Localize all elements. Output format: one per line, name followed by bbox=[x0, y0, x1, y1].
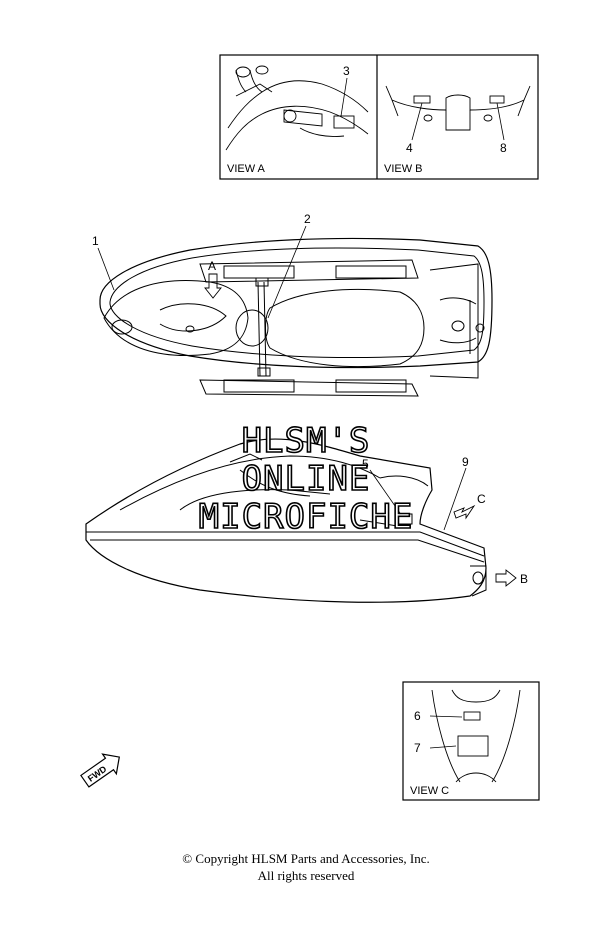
callout-7: 7 bbox=[414, 741, 421, 755]
callout-5: 5 bbox=[362, 457, 369, 471]
view-b-arrow-label: B bbox=[520, 572, 528, 586]
copyright-line: © Copyright HLSM Parts and Accessories, … bbox=[182, 851, 430, 866]
view-c-drawing bbox=[431, 689, 521, 783]
callout-6: 6 bbox=[414, 709, 421, 723]
watermark-line-1: HLSM'S bbox=[242, 421, 371, 461]
callout-8: 8 bbox=[500, 141, 507, 155]
view-c-arrow bbox=[453, 504, 476, 520]
view-b-drawing bbox=[385, 85, 531, 131]
view-c-panel: 6 7 VIEW C bbox=[402, 681, 540, 801]
rights-line: All rights reserved bbox=[257, 868, 355, 883]
callout-4: 4 bbox=[406, 141, 413, 155]
view-a-arrow bbox=[204, 273, 222, 299]
view-a-b-panel: 3 VIEW A 4 8 VIEW B bbox=[219, 54, 539, 180]
watermark-line-3: MICROFICHE bbox=[199, 497, 414, 537]
callout-2: 2 bbox=[304, 212, 311, 226]
callout-3: 3 bbox=[343, 64, 350, 78]
watermark-line-2: ONLINE bbox=[242, 459, 371, 499]
side-view-drawing bbox=[85, 438, 487, 603]
view-a-drawing bbox=[225, 65, 369, 151]
top-view-drawing bbox=[99, 237, 493, 397]
callout-1: 1 bbox=[92, 234, 99, 248]
view-a-arrow-label: A bbox=[208, 259, 216, 273]
view-b-arrow bbox=[495, 569, 517, 587]
view-a-label: VIEW A bbox=[227, 163, 266, 175]
callout-9: 9 bbox=[462, 455, 469, 469]
view-b-label: VIEW B bbox=[384, 163, 423, 175]
fwd-arrow-icon: FWD bbox=[80, 753, 120, 788]
view-c-label: VIEW C bbox=[410, 785, 449, 797]
view-c-arrow-label: C bbox=[477, 492, 486, 506]
watermark: HLSM'S ONLINE MICROFICHE bbox=[198, 420, 414, 538]
